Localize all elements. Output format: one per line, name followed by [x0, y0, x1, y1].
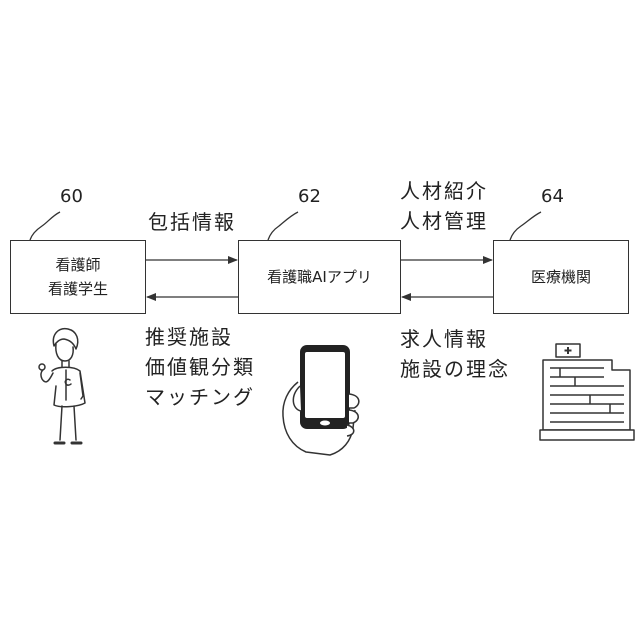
edge-label-facility-to-app: 求人情報 施設の理念 — [400, 324, 510, 384]
node-box-app: 看護職AIアプリ — [238, 240, 401, 314]
node-box-facility: 医療機関 — [493, 240, 629, 314]
edge-label-nurse-to-app: 包括情報 — [148, 207, 236, 237]
nurse-figure-icon — [39, 329, 85, 443]
leader-line-62 — [268, 212, 298, 240]
edge-label-line: 価値観分類 — [145, 352, 255, 382]
edge-label-line: 人材紹介 — [400, 176, 488, 206]
node-label-line: 看護師 — [55, 253, 100, 277]
leader-line-60 — [30, 212, 60, 240]
ref-numeral-64: 64 — [541, 186, 564, 207]
edge-label-app-to-nurse: 推奨施設 価値観分類 マッチング — [145, 322, 255, 412]
node-label-line: 看護学生 — [48, 277, 108, 301]
node-box-nurse: 看護師 看護学生 — [10, 240, 146, 314]
node-label-line: 看護職AIアプリ — [267, 265, 372, 289]
node-label-line: 医療機関 — [531, 265, 591, 289]
edge-label-line: 施設の理念 — [400, 354, 510, 384]
edge-label-line: 推奨施設 — [145, 322, 255, 352]
hospital-building-icon — [540, 344, 634, 440]
edge-label-line: 人材管理 — [400, 206, 488, 236]
ref-numeral-62: 62 — [298, 186, 321, 207]
edge-label-app-to-facility: 人材紹介 人材管理 — [400, 176, 488, 236]
ref-numeral-60: 60 — [60, 186, 83, 207]
leader-line-64 — [510, 212, 541, 240]
smartphone-hand-icon — [283, 345, 359, 455]
edge-label-line: マッチング — [145, 382, 255, 412]
edge-label-line: 求人情報 — [400, 324, 510, 354]
edge-label-line: 包括情報 — [148, 207, 236, 237]
